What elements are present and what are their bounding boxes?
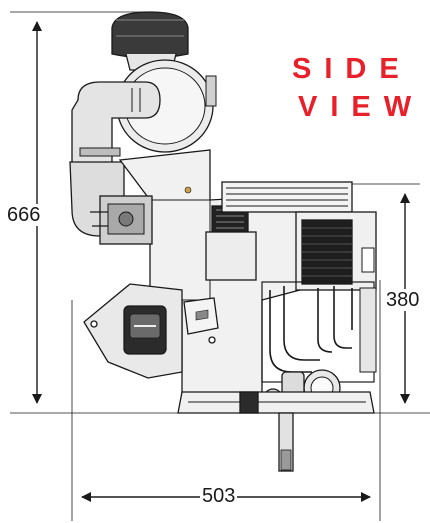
oil-lines	[269, 286, 353, 373]
fuel-pump	[183, 297, 219, 344]
ignition-module	[123, 305, 167, 355]
carburetor	[90, 195, 153, 245]
crankshaft	[278, 412, 294, 472]
dimension-overall-height: 666	[5, 204, 43, 226]
title-side: SIDE	[292, 53, 412, 85]
engine-illustration	[69, 11, 377, 472]
oil-pan	[177, 391, 375, 414]
cylinder-head	[205, 205, 257, 281]
cylinder-block	[261, 281, 377, 383]
title-view: VIEW	[298, 91, 425, 123]
dimension-base-to-top: 380	[384, 289, 422, 311]
blower-housing	[221, 181, 377, 291]
dimension-overall-width: 503	[200, 485, 238, 507]
